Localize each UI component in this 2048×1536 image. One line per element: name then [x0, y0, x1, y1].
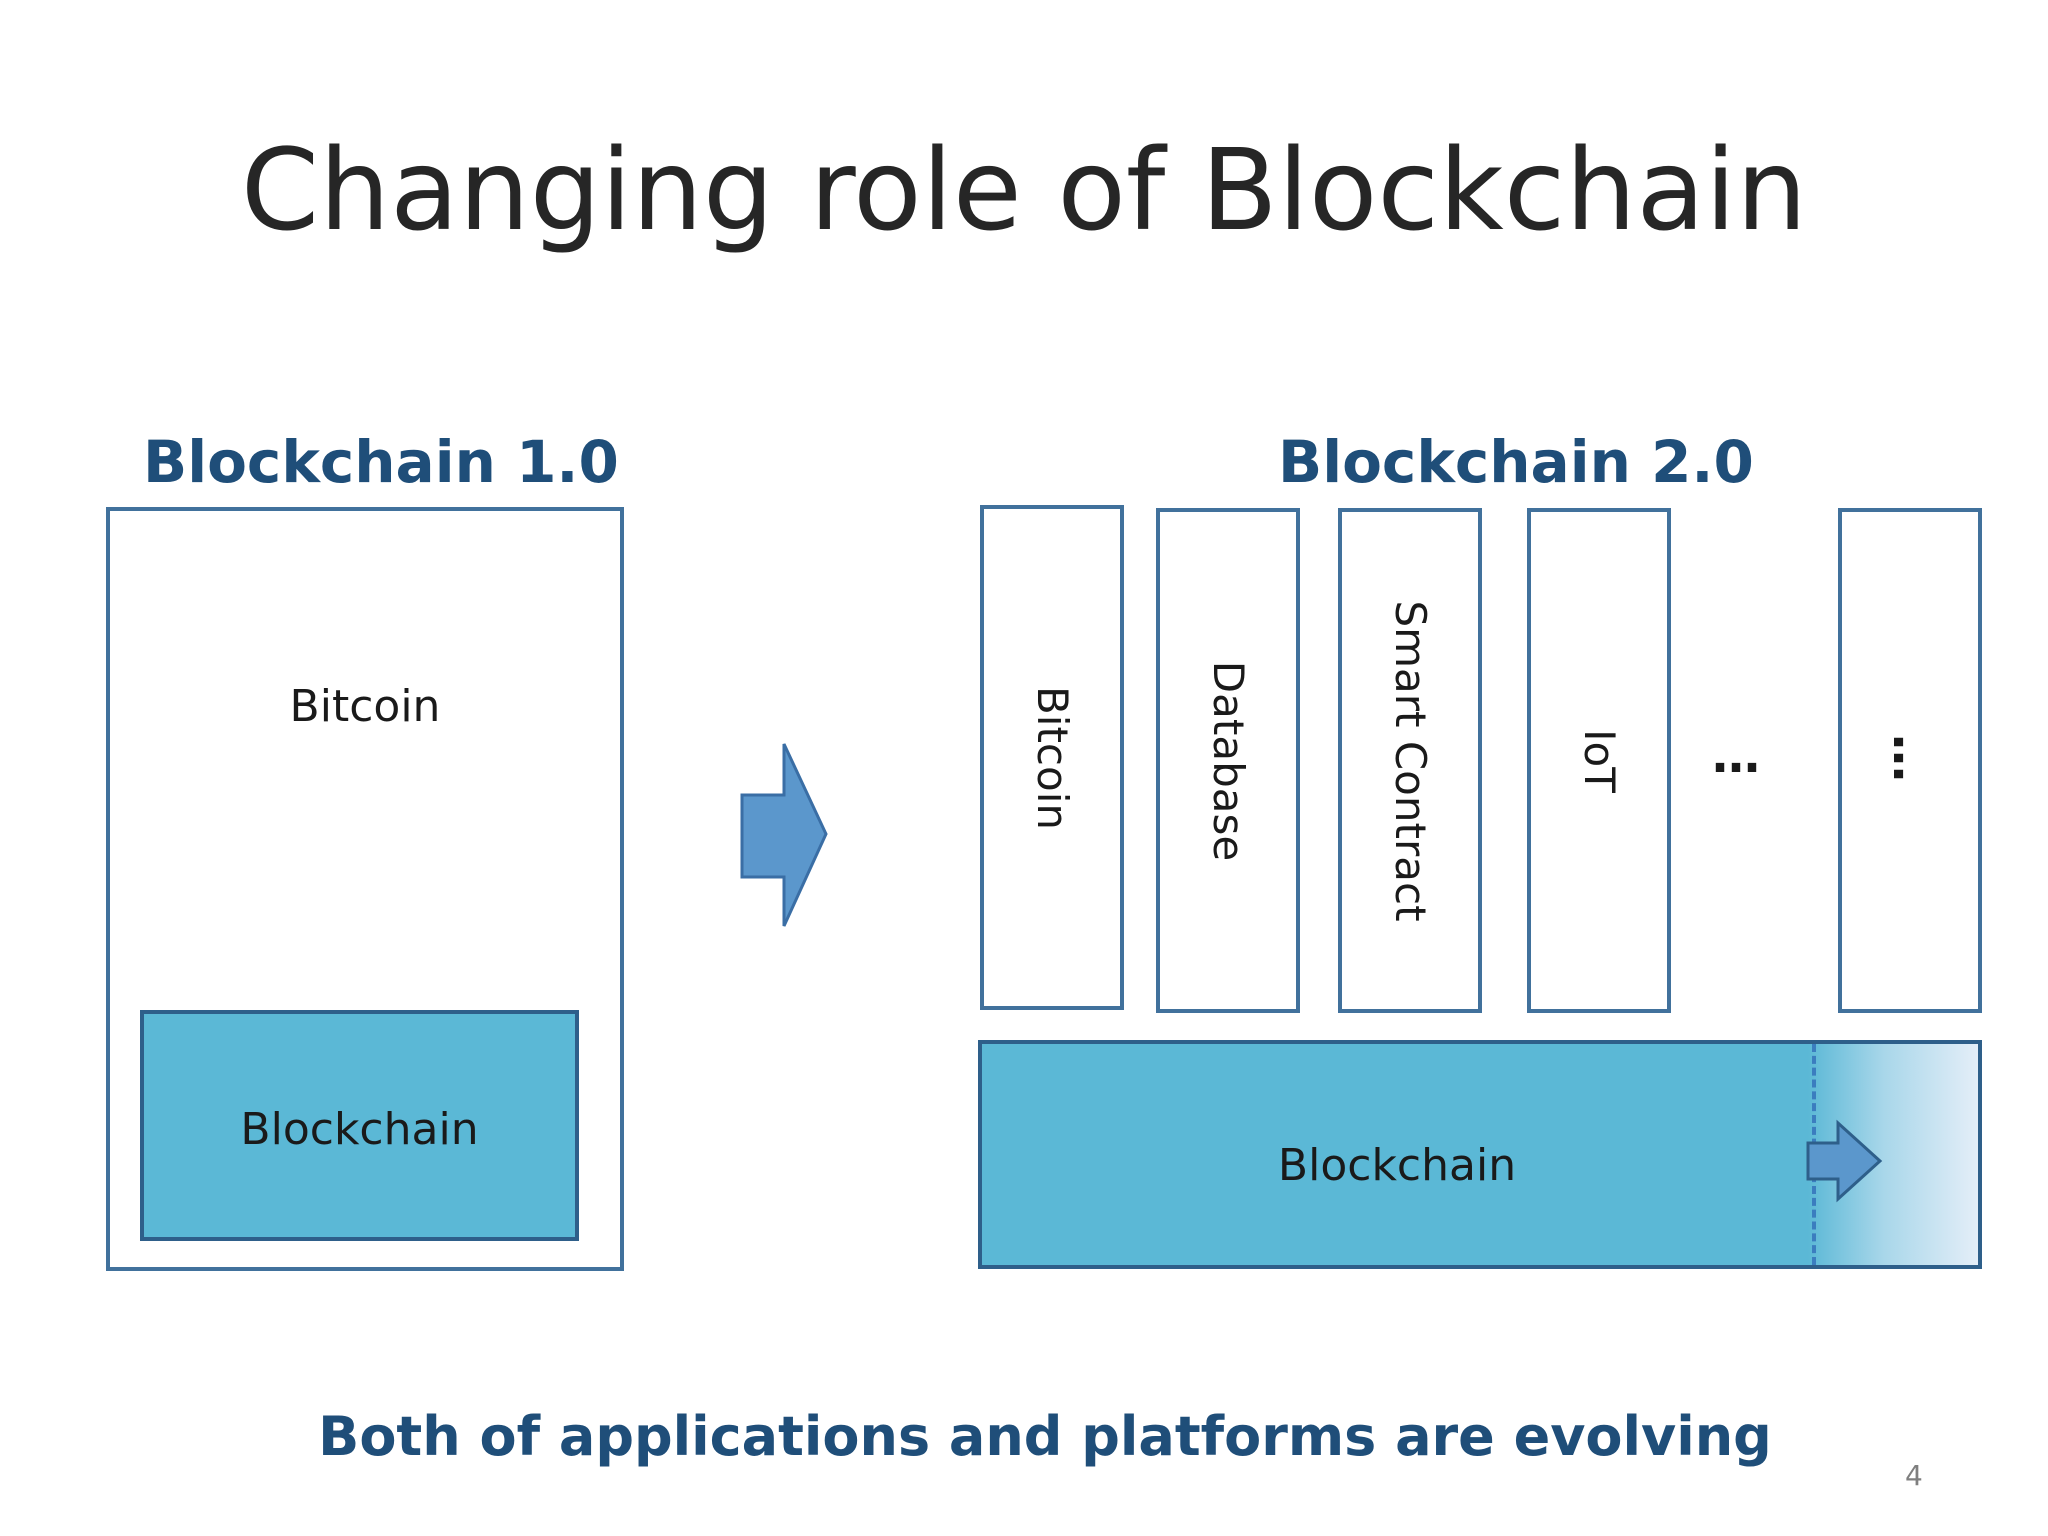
v2-app-more: …: [1838, 508, 1982, 1013]
v2-app-bitcoin-label: Bitcoin: [1028, 685, 1077, 830]
v2-app-smart-contract: Smart Contract: [1338, 508, 1482, 1013]
v2-app-smart-contract-label: Smart Contract: [1386, 599, 1435, 922]
v2-platform-box: Blockchain: [978, 1040, 1982, 1269]
slide-title: Changing role of Blockchain: [240, 126, 1808, 256]
v2-platform-label: Blockchain: [1277, 1140, 1517, 1191]
v1-platform-box: Blockchain: [140, 1010, 579, 1241]
page-number: 4: [1905, 1459, 1923, 1492]
v1-platform-label: Blockchain: [240, 1104, 479, 1155]
transition-arrow-icon: [740, 743, 828, 927]
heading-blockchain-2: Blockchain 2.0: [1278, 428, 1754, 496]
heading-blockchain-1: Blockchain 1.0: [143, 428, 619, 496]
v2-app-database-label: Database: [1204, 660, 1253, 861]
v2-app-iot: IoT: [1527, 508, 1671, 1013]
v2-app-bitcoin: Bitcoin: [980, 505, 1124, 1010]
evolving-arrow-icon: [1806, 1119, 1883, 1203]
v1-app-label: Bitcoin: [289, 681, 441, 732]
v2-app-iot-label: IoT: [1575, 728, 1624, 793]
v2-ellipsis-outside: …: [1712, 728, 1766, 784]
footer-caption: Both of applications and platforms are e…: [318, 1405, 1772, 1468]
v2-app-database: Database: [1156, 508, 1300, 1013]
v2-ellipsis-inside: …: [1882, 733, 1938, 788]
v1-outer-box: Bitcoin Blockchain: [106, 507, 624, 1271]
